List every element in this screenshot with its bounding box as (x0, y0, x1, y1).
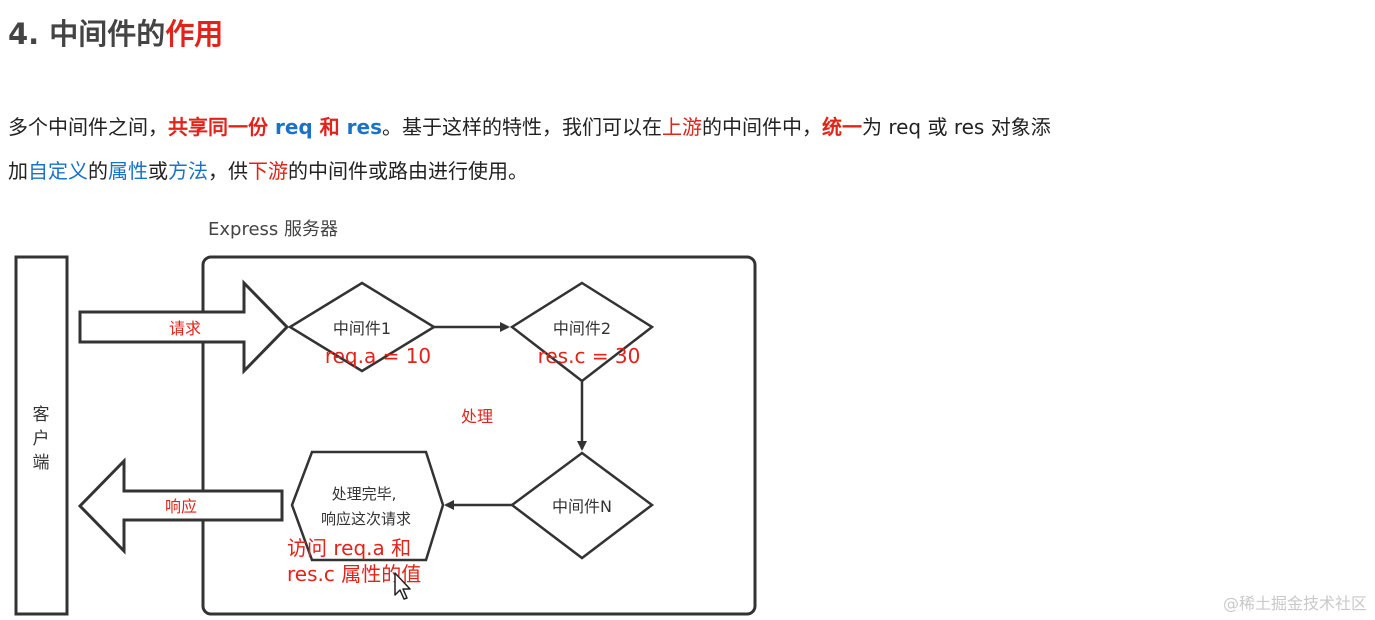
code-req: req (268, 115, 320, 139)
middleware-1-label: 中间件1 (333, 319, 391, 338)
emphasis-method: 方法 (168, 159, 208, 183)
text-span: 多个中间件之间， (8, 115, 168, 139)
finish-line-2: 响应这次请求 (321, 510, 411, 528)
emphasis-and: 和 (319, 115, 340, 139)
emphasis-unified: 统一 (821, 115, 862, 139)
text-span: 为 req 或 res 对象添 (861, 115, 1051, 139)
text-span: 或 (148, 159, 168, 183)
code-res: res (339, 115, 382, 139)
client-label-1: 客 (33, 405, 50, 425)
middleware-n-label: 中间件N (552, 497, 612, 516)
emphasis-shared: 共享同一份 (168, 115, 268, 139)
finish-note-1: 访问 req.a 和 (287, 536, 411, 560)
title-highlight: 作用 (165, 17, 224, 51)
process-label: 处理 (461, 407, 493, 426)
middleware-n-diamond (509, 451, 655, 560)
paragraph-line-2: 加自定义的属性或方法，供下游的中间件或路由进行使用。 (8, 156, 528, 186)
server-box (201, 255, 757, 616)
text-span: 的 (88, 159, 108, 183)
finish-hexagon (290, 450, 445, 562)
middleware-1-note: req.a = 10 (325, 344, 431, 368)
emphasis-custom: 自定义 (28, 159, 88, 183)
request-label: 请求 (169, 319, 201, 338)
emphasis-upstream: 上游 (661, 115, 702, 139)
mouse-cursor-icon (394, 572, 411, 600)
text-span: 。基于这样的特性，我们可以在 (381, 115, 662, 139)
client-label-3: 端 (33, 453, 50, 473)
response-label: 响应 (165, 497, 197, 516)
text-span: 的中间件中， (701, 115, 822, 139)
client-label-2: 户 (33, 429, 50, 449)
title-prefix: 4. 中间件的 (8, 17, 166, 51)
response-arrow (77, 457, 284, 555)
middleware-2-label: 中间件2 (553, 319, 611, 338)
middleware-2-note: res.c = 30 (538, 344, 641, 368)
page-title: 4. 中间件的作用 (8, 14, 223, 54)
emphasis-property: 属性 (108, 159, 148, 183)
watermark: @稀土掘金技术社区 (1222, 594, 1367, 613)
finish-line-1: 处理完毕, (332, 485, 397, 503)
text-span: ，供 (208, 159, 248, 183)
middleware-1-diamond (287, 281, 437, 373)
text-span: 的中间件或路由进行使用。 (288, 159, 528, 183)
emphasis-downstream: 下游 (248, 159, 288, 183)
paragraph-line-1: 多个中间件之间，共享同一份 req 和 res。基于这样的特性，我们可以在上游的… (8, 112, 1051, 142)
server-label: Express 服务器 (208, 219, 338, 240)
request-arrow (78, 279, 290, 375)
text-span: 加 (8, 159, 28, 183)
client-box (14, 255, 69, 616)
